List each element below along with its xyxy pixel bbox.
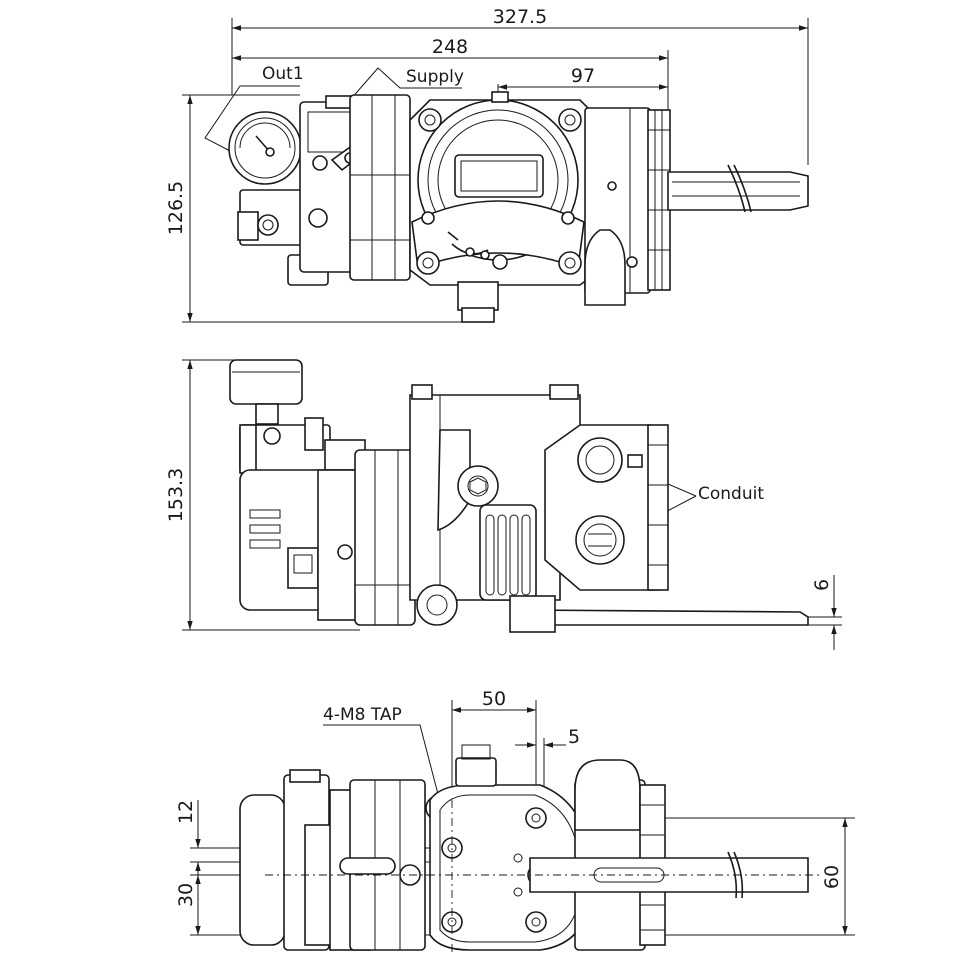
dim-60: 60 bbox=[821, 865, 843, 889]
main-housing bbox=[409, 91, 601, 323]
dim-97: 97 bbox=[571, 65, 595, 87]
dim-248: 248 bbox=[432, 36, 468, 58]
bottom-body bbox=[429, 744, 591, 951]
terminal-head bbox=[584, 107, 671, 306]
dimension-bracket-thickness: 6 bbox=[808, 575, 842, 650]
dimension-top-height: 126.5 bbox=[165, 94, 480, 323]
feedback-lever bbox=[667, 164, 809, 213]
label-out1-group: Out1 bbox=[204, 64, 304, 153]
dim-30: 30 bbox=[175, 883, 197, 907]
label-out1: Out1 bbox=[262, 64, 304, 84]
dimension-body-length: 248 bbox=[232, 36, 669, 110]
dim-153-3: 153.3 bbox=[165, 468, 187, 522]
cooling-ribs bbox=[479, 504, 537, 601]
label-conduit: Conduit bbox=[698, 484, 764, 504]
dim-327-5: 327.5 bbox=[493, 6, 547, 28]
label-4-m8-tap: 4-M8 TAP bbox=[323, 705, 402, 725]
top-view bbox=[228, 91, 809, 323]
dimension-bottom-height: 60 bbox=[560, 817, 855, 936]
bottom-view bbox=[239, 744, 820, 955]
pressure-gauge-icon bbox=[228, 111, 302, 185]
dimension-side-height: 153.3 bbox=[165, 359, 360, 631]
dim-126-5: 126.5 bbox=[165, 181, 187, 235]
side-gauge-icon bbox=[229, 359, 303, 425]
dimension-overall-length: 327.5 bbox=[231, 6, 809, 165]
side-view bbox=[229, 359, 809, 633]
label-supply: Supply bbox=[406, 67, 464, 87]
label-supply-group: Supply bbox=[349, 67, 464, 101]
dim-12: 12 bbox=[175, 800, 197, 824]
dim-5: 5 bbox=[568, 726, 580, 748]
dim-50: 50 bbox=[482, 688, 506, 710]
dim-6: 6 bbox=[811, 579, 833, 591]
dimension-head-length: 97 bbox=[497, 65, 668, 98]
